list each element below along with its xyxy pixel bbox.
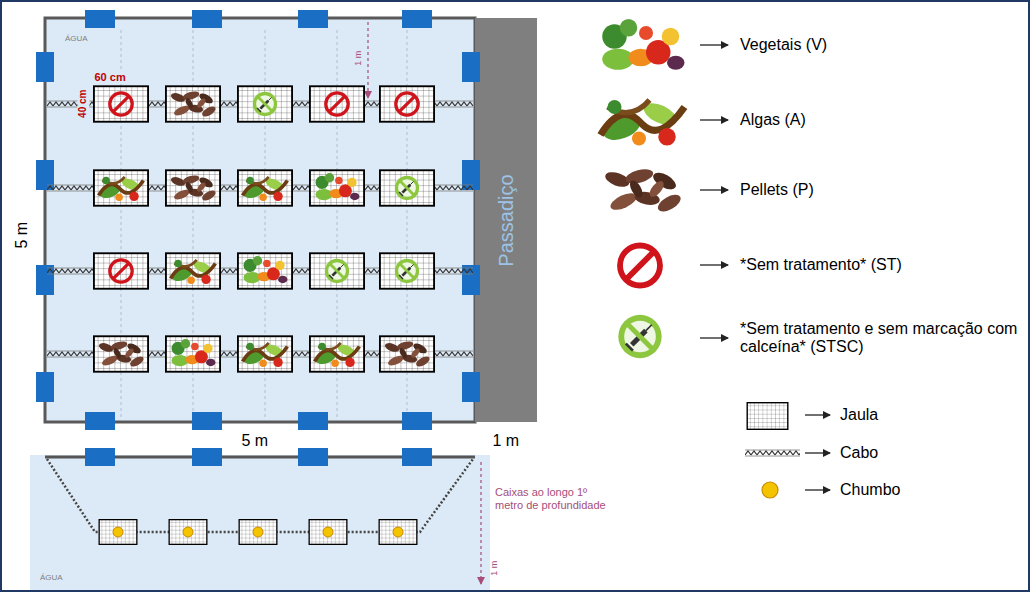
pool-top-view (45, 18, 537, 422)
cage-width-dimension: 60 cm (94, 71, 127, 84)
legend-text: Algas (A) (740, 111, 806, 129)
legend-text: Jaula (840, 406, 878, 424)
side-view-water: ÁGUA (30, 455, 490, 590)
pool-side-dimension: 5 m (13, 222, 31, 249)
cables (47, 100, 473, 358)
floats (36, 10, 480, 430)
depth-dimension: 1 m (353, 51, 363, 66)
legend-text: Chumbo (840, 481, 900, 499)
node-label: ÁGUA (40, 573, 63, 582)
cages (94, 86, 434, 371)
side-view-note: Caixas ao longo 1º metro de profundidade (495, 486, 615, 511)
walkway-width-dimension: 1 m (493, 432, 520, 450)
legend-text: *Sem tratamento e sem marcação com calce… (740, 320, 1022, 357)
legend-text: Pellets (P) (740, 181, 814, 199)
walkway: Passadiço (475, 18, 537, 422)
node-label: ÁGUA (65, 34, 88, 43)
depth-dimension: 1 m (489, 561, 499, 576)
legend-text: Vegetais (V) (740, 36, 827, 54)
pool-side-dimension: 5 m (242, 432, 269, 450)
side-view (30, 448, 490, 590)
cage-height-dimension: 40 cm (77, 89, 89, 119)
legend-text: *Sem tratamento* (ST) (740, 256, 902, 274)
node-label: Passadiço (495, 174, 518, 266)
legend-text: Cabo (840, 444, 878, 462)
